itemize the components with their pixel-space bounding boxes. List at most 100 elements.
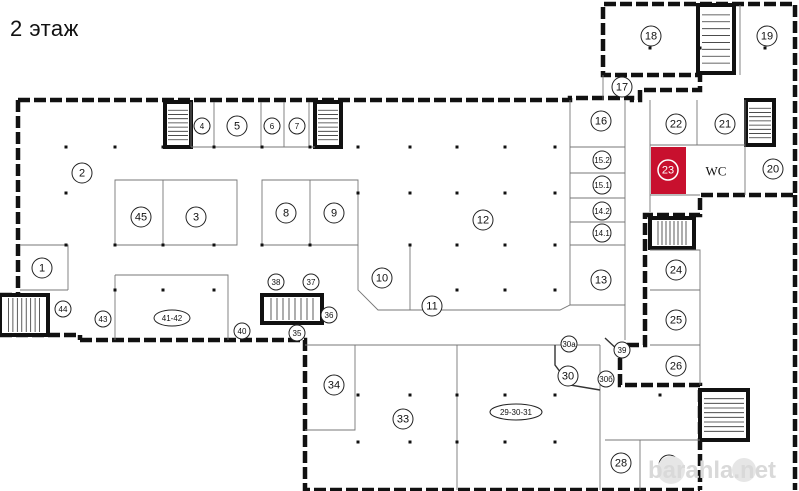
unit-marker[interactable]: 24 xyxy=(665,259,687,281)
unit-marker[interactable]: 13 xyxy=(590,269,612,291)
unit-marker[interactable]: 2 xyxy=(71,162,93,184)
unit-label: 30a xyxy=(562,340,576,349)
unit-marker[interactable]: 30a xyxy=(560,335,578,353)
structural-column xyxy=(503,145,507,149)
unit-marker[interactable]: 45 xyxy=(130,206,152,228)
unit-marker[interactable]: 15.1 xyxy=(592,175,612,195)
unit-marker[interactable]: 16 xyxy=(590,110,612,132)
unit-oval xyxy=(489,403,543,421)
unit-label: 5 xyxy=(234,121,240,133)
unit-marker[interactable]: 6 xyxy=(263,117,281,135)
unit-marker[interactable]: 14.2 xyxy=(592,201,612,221)
floor-title: 2 этаж xyxy=(10,16,79,41)
unit-circle xyxy=(472,209,494,231)
unit-label: 36 xyxy=(325,311,334,320)
unit-marker[interactable]: 7 xyxy=(288,117,306,135)
structural-column xyxy=(161,288,165,292)
unit-label: 16 xyxy=(595,116,607,128)
unit-marker[interactable]: 12 xyxy=(472,209,494,231)
unit-marker[interactable]: 9 xyxy=(323,202,345,224)
structural-column xyxy=(260,145,264,149)
unit-marker[interactable]: 10 xyxy=(371,267,393,289)
unit-circle xyxy=(613,341,631,359)
unit-circle xyxy=(421,295,443,317)
unit-label: 30б xyxy=(599,375,613,384)
unit-label: 37 xyxy=(307,278,316,287)
unit-marker[interactable]: 33 xyxy=(392,408,414,430)
unit-label: 2 xyxy=(79,168,85,180)
unit-marker[interactable]: 40 xyxy=(233,322,251,340)
unit-circle xyxy=(665,113,687,135)
unit-marker[interactable]: 1 xyxy=(31,257,53,279)
structural-column xyxy=(64,191,68,195)
unit-label: 13 xyxy=(595,275,607,287)
unit-circle xyxy=(597,370,615,388)
unit-marker[interactable]: 14.1 xyxy=(592,223,612,243)
unit-marker[interactable]: 43 xyxy=(94,310,112,328)
unit-marker[interactable]: 3 xyxy=(185,206,207,228)
unit-circle xyxy=(592,150,612,170)
unit-label: 7 xyxy=(295,122,300,131)
unit-circle xyxy=(610,452,632,474)
unit-marker[interactable]: 30б xyxy=(597,370,615,388)
unit-marker[interactable]: 4 xyxy=(193,117,211,135)
structural-column xyxy=(308,243,312,247)
unit-marker[interactable]: 8 xyxy=(275,202,297,224)
unit-marker[interactable]: 30 xyxy=(557,365,579,387)
structural-column xyxy=(408,191,412,195)
stairs-icon xyxy=(0,293,50,337)
unit-circle xyxy=(665,259,687,281)
structural-column xyxy=(356,191,360,195)
structural-column xyxy=(553,288,557,292)
unit-label: 34 xyxy=(328,380,340,392)
unit-marker[interactable]: 39 xyxy=(613,341,631,359)
unit-marker[interactable]: 36 xyxy=(320,306,338,324)
unit-circle xyxy=(193,117,211,135)
structural-column xyxy=(455,145,459,149)
unit-circle xyxy=(762,158,784,180)
unit-marker[interactable]: 23 xyxy=(657,159,679,181)
unit-marker[interactable]: 37 xyxy=(302,273,320,291)
unit-label: 24 xyxy=(670,265,682,277)
unit-marker[interactable]: 41-42 xyxy=(153,309,191,327)
unit-label: 19 xyxy=(761,31,773,43)
unit-marker[interactable]: 21 xyxy=(714,113,736,135)
unit-marker[interactable]: 28 xyxy=(610,452,632,474)
unit-marker[interactable]: 35 xyxy=(288,324,306,342)
unit-marker[interactable]: 26 xyxy=(665,355,687,377)
structural-column xyxy=(503,288,507,292)
unit-label: 8 xyxy=(283,208,289,220)
structural-column xyxy=(212,288,216,292)
unit-circle xyxy=(557,365,579,387)
unit-marker[interactable]: 34 xyxy=(323,374,345,396)
unit-marker[interactable]: 11 xyxy=(421,295,443,317)
unit-label: 15.1 xyxy=(594,181,610,190)
unit-marker[interactable]: 29-30-31 xyxy=(489,403,543,421)
structural-column xyxy=(64,243,68,247)
unit-marker[interactable]: 18 xyxy=(640,25,662,47)
unit-label: 20 xyxy=(767,164,779,176)
unit-marker[interactable]: 19 xyxy=(756,25,778,47)
unit-circle xyxy=(657,159,679,181)
unit-marker[interactable]: 17 xyxy=(611,76,633,98)
structural-column xyxy=(503,243,507,247)
structural-column xyxy=(553,440,557,444)
unit-label: 14.2 xyxy=(594,207,610,216)
structural-column xyxy=(113,145,117,149)
unit-marker[interactable]: 5 xyxy=(226,115,248,137)
partitions xyxy=(20,5,746,490)
unit-marker[interactable]: 15.2 xyxy=(592,150,612,170)
unit-marker[interactable]: 44 xyxy=(54,300,72,318)
unit-marker[interactable]: 25 xyxy=(665,309,687,331)
unit-circle xyxy=(31,257,53,279)
unit-marker[interactable]: 20 xyxy=(762,158,784,180)
unit-circle xyxy=(275,202,297,224)
unit-circle xyxy=(226,115,248,137)
unit-label: 45 xyxy=(135,212,147,224)
unit-marker[interactable]: 22 xyxy=(665,113,687,135)
unit-circle xyxy=(130,206,152,228)
unit-marker[interactable]: 38 xyxy=(267,273,285,291)
unit-label: 17 xyxy=(616,82,628,94)
